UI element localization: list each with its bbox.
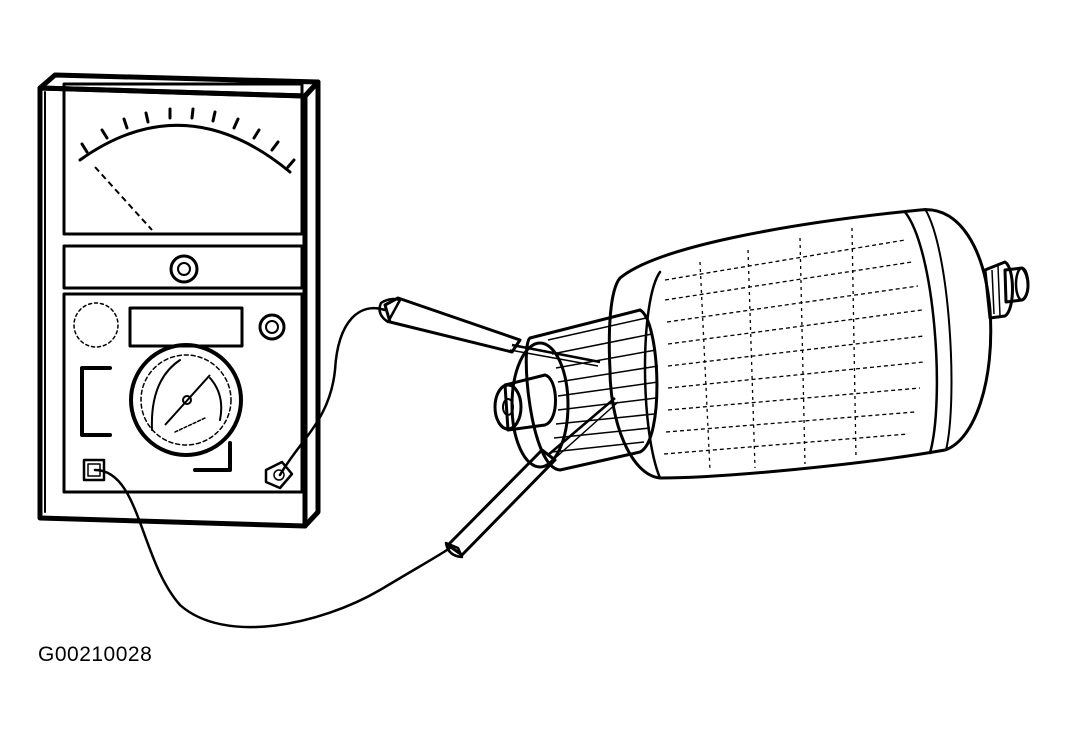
armature-core	[607, 208, 993, 480]
starter-armature	[493, 208, 1030, 480]
figure-id-label: G00210028	[38, 643, 153, 666]
dial-scale-ticks	[80, 107, 296, 169]
commutator	[524, 308, 659, 472]
meter-dial-window	[62, 82, 304, 236]
front-shaft	[493, 341, 570, 469]
black-lead-wire	[93, 468, 452, 629]
meter-control-panel	[62, 292, 304, 494]
red-lead-wire	[278, 307, 387, 477]
upper-probe	[378, 296, 601, 367]
meter-case	[37, 72, 321, 529]
range-selector-knob	[129, 343, 243, 457]
rear-shaft	[983, 260, 1030, 320]
positive-jack	[264, 460, 294, 490]
multimeter	[37, 72, 321, 529]
dial-needle	[94, 166, 153, 231]
zero-adjust-panel	[62, 244, 304, 290]
